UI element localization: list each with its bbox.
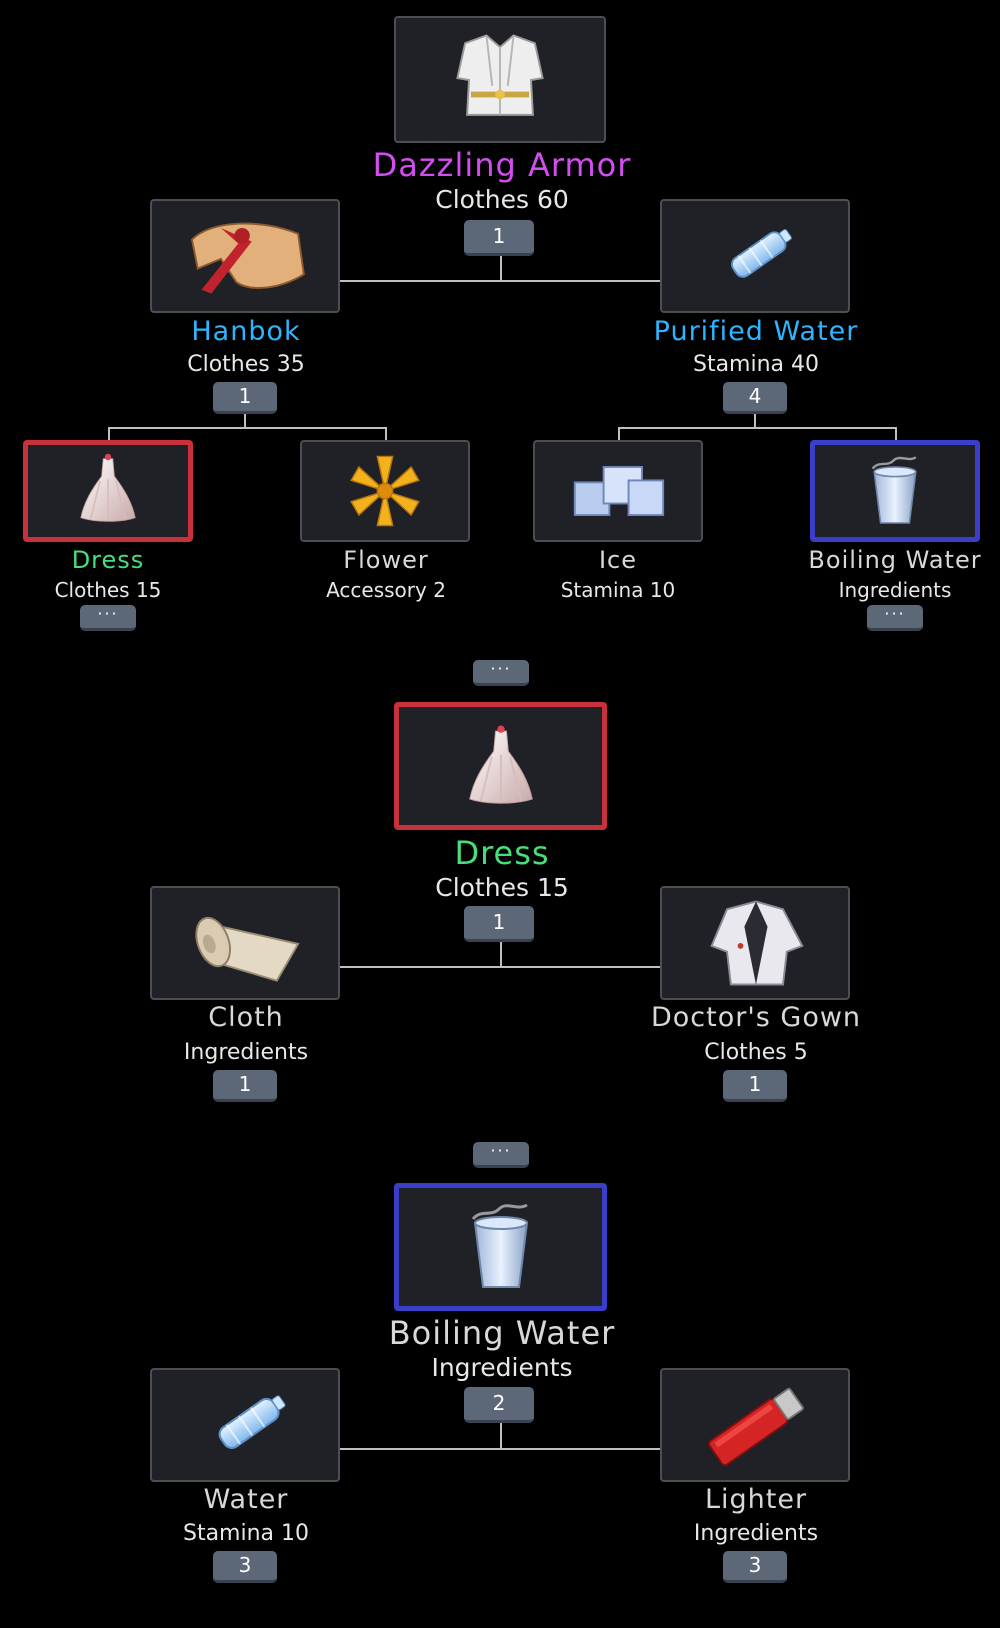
ice-name: Ice	[598, 546, 638, 574]
white-armor-icon	[456, 34, 544, 116]
doctor-gown-icon	[710, 900, 804, 986]
boiling-water-root-name: Boiling Water	[388, 1314, 616, 1352]
connector-line	[500, 244, 502, 282]
lighter-icon	[708, 1387, 804, 1467]
dress-icon	[468, 724, 534, 805]
dress-tree-more-button[interactable]: ···	[473, 660, 529, 686]
connector-line	[340, 966, 662, 968]
ice-card[interactable]	[533, 440, 703, 542]
water-quantity: 3	[213, 1551, 277, 1583]
connector-line	[108, 427, 387, 429]
doctors-gown-name: Doctor's Gown	[650, 1002, 862, 1033]
cloth-card[interactable]	[150, 886, 340, 1000]
cloth-roll-icon	[195, 916, 300, 982]
boiling-water-root-card[interactable]	[394, 1183, 607, 1311]
connector-line	[754, 410, 756, 428]
water-card[interactable]	[150, 1368, 340, 1482]
dazzling-armor-card[interactable]	[394, 16, 606, 143]
dazzling-armor-category: Clothes 60	[435, 185, 569, 214]
boiling-water-root-quantity: 2	[464, 1387, 534, 1423]
boiling-water-tree-more-button[interactable]: ···	[473, 1142, 529, 1168]
lighter-card[interactable]	[660, 1368, 850, 1482]
flower-card[interactable]	[300, 440, 470, 542]
connector-line	[340, 1448, 662, 1450]
dazzling-armor-quantity: 1	[464, 220, 534, 256]
water-bottle-icon	[215, 1389, 290, 1453]
purified-water-name: Purified Water	[653, 316, 859, 347]
doctors-gown-card[interactable]	[660, 886, 850, 1000]
lighter-category: Ingredients	[693, 1521, 819, 1546]
connector-line	[244, 410, 246, 428]
dress-name: Dress	[71, 546, 145, 574]
doctors-gown-category: Clothes 5	[704, 1040, 808, 1065]
doctors-gown-quantity: 1	[723, 1070, 787, 1102]
purified-water-quantity: 4	[723, 382, 787, 414]
boiling-water-name: Boiling Water	[808, 546, 982, 574]
hanbok-quantity: 1	[213, 382, 277, 414]
lily-flower-icon	[350, 455, 420, 527]
purified-water-card[interactable]	[660, 199, 850, 313]
hanbok-name: Hanbok	[191, 316, 301, 347]
boiling-water-more-button[interactable]: ···	[867, 605, 923, 631]
hanbok-card[interactable]	[150, 199, 340, 313]
boiling-water-cup-icon	[871, 456, 918, 525]
cloth-category: Ingredients	[183, 1040, 309, 1065]
boiling-water-cup-icon	[471, 1203, 529, 1289]
water-category: Stamina 10	[182, 1521, 310, 1546]
hanbok-icon	[190, 222, 305, 294]
connector-line	[895, 427, 897, 441]
connector-line	[340, 280, 662, 282]
connector-line	[500, 936, 502, 968]
ice-cubes-icon	[573, 466, 665, 516]
connector-line	[500, 1418, 502, 1450]
cloth-name: Cloth	[208, 1002, 284, 1033]
flower-category: Accessory 2	[326, 578, 446, 602]
lighter-quantity: 3	[723, 1551, 787, 1583]
purified-water-category: Stamina 40	[692, 352, 820, 377]
dazzling-armor-name: Dazzling Armor	[372, 146, 632, 184]
dress-icon	[80, 452, 136, 523]
ice-category: Stamina 10	[560, 578, 676, 602]
connector-line	[618, 427, 620, 441]
dress-root-quantity: 1	[464, 906, 534, 942]
boiling-water-card[interactable]	[810, 440, 980, 542]
hanbok-category: Clothes 35	[187, 352, 305, 377]
dress-card[interactable]	[23, 440, 193, 542]
dress-root-card[interactable]	[394, 702, 607, 830]
water-bottle-icon	[727, 223, 796, 281]
dress-category: Clothes 15	[54, 578, 162, 602]
boiling-water-root-category: Ingredients	[431, 1353, 573, 1382]
flower-name: Flower	[343, 546, 429, 574]
lighter-name: Lighter	[704, 1484, 808, 1515]
cloth-quantity: 1	[213, 1070, 277, 1102]
connector-line	[385, 427, 387, 441]
dress-more-button[interactable]: ···	[80, 605, 136, 631]
boiling-water-category: Ingredients	[838, 578, 952, 602]
connector-line	[618, 427, 897, 429]
water-name: Water	[203, 1484, 289, 1515]
dress-root-name: Dress	[454, 834, 550, 872]
dress-root-category: Clothes 15	[435, 873, 569, 902]
connector-line	[108, 427, 110, 441]
